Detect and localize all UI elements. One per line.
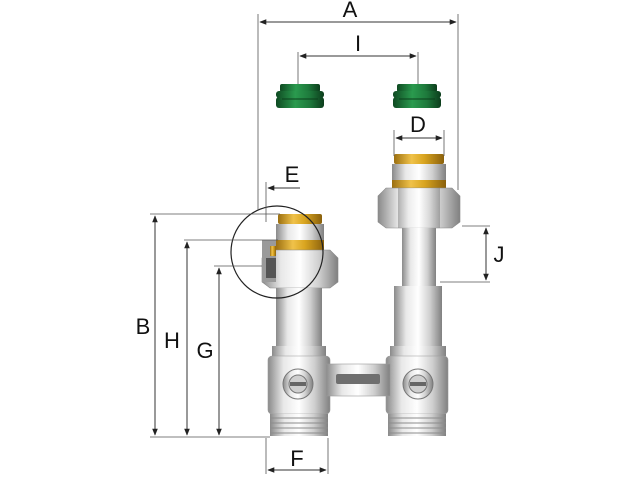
label-e: E	[285, 162, 300, 187]
valve-body	[267, 355, 449, 436]
right-column	[377, 154, 461, 356]
extension-lines	[150, 14, 490, 474]
label-j: J	[494, 242, 505, 267]
seal-left	[276, 84, 324, 108]
seal-right	[393, 84, 441, 108]
label-h: H	[164, 328, 180, 353]
label-d: D	[410, 112, 426, 137]
left-column	[261, 214, 339, 356]
label-a: A	[343, 0, 358, 22]
label-i: I	[355, 31, 361, 56]
dimension-labels: A I D E B H G J F	[136, 0, 505, 471]
label-f: F	[290, 446, 303, 471]
label-b: B	[136, 314, 151, 339]
label-g: G	[196, 338, 213, 363]
dimension-lines	[152, 19, 489, 473]
detail-circle	[230, 205, 324, 299]
